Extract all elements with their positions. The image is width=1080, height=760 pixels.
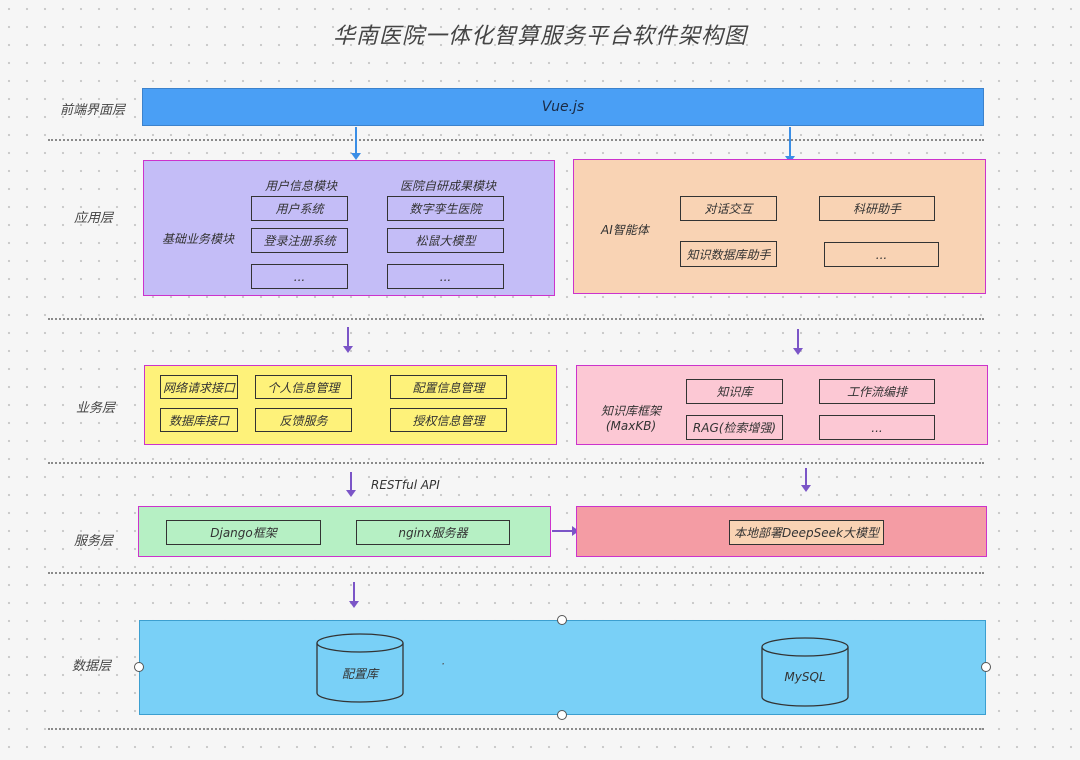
layer-label-frontend: 前端界面层	[60, 103, 126, 118]
data-layer-panel[interactable]	[139, 620, 986, 715]
user-more-box[interactable]: ...	[251, 264, 348, 289]
arrow-frontend-to-ai	[789, 127, 791, 157]
research-module-title: 医院自研成果模块	[400, 179, 497, 193]
config-info-mgmt-box[interactable]: 配置信息管理	[390, 375, 507, 399]
service-panel[interactable]	[138, 506, 551, 557]
arrow-app-to-business-left	[347, 327, 349, 347]
feedback-service-box[interactable]: 反馈服务	[255, 408, 352, 432]
squirrel-model-box[interactable]: 松鼠大模型	[387, 228, 504, 253]
login-register-box[interactable]: 登录注册系统	[251, 228, 348, 253]
arrow-business-to-service-left	[350, 472, 352, 491]
research-assistant-box[interactable]: 科研助手	[819, 196, 935, 221]
arrow-head-icon	[801, 485, 811, 492]
user-module-title: 用户信息模块	[265, 179, 338, 193]
mysql-label: MySQL	[784, 670, 826, 684]
kb-framework-label: 知识库框架	[600, 404, 661, 418]
arrow-head-icon	[343, 346, 353, 353]
mysql-cylinder-icon[interactable]	[761, 637, 849, 707]
layer-label-business: 业务层	[76, 401, 116, 416]
workflow-orchestration-box[interactable]: 工作流编排	[819, 379, 935, 404]
separator	[48, 318, 984, 320]
separator	[48, 462, 984, 464]
config-db-cylinder-icon[interactable]	[316, 633, 404, 703]
resize-handle-left[interactable]	[134, 662, 144, 672]
arrow-service-to-model	[552, 530, 573, 532]
kb-assistant-box[interactable]: 知识数据库助手	[680, 241, 777, 267]
auth-info-mgmt-box[interactable]: 授权信息管理	[390, 408, 507, 432]
research-more-box[interactable]: ...	[387, 264, 504, 289]
dialog-interaction-box[interactable]: 对话交互	[680, 196, 777, 221]
config-db-label: 配置库	[341, 667, 378, 681]
arrow-head-icon	[793, 348, 803, 355]
nginx-box[interactable]: nginx服务器	[356, 520, 510, 545]
network-request-api-box[interactable]: 网络请求接口	[160, 375, 238, 399]
layer-label-service: 服务层	[74, 534, 114, 549]
diagram-title: 华南医院一体化智算服务平台软件架构图	[332, 24, 747, 49]
arrow-head-icon	[351, 153, 361, 160]
restful-api-label: RESTful API	[371, 478, 440, 492]
user-system-box[interactable]: 用户系统	[251, 196, 348, 221]
resize-handle-bottom[interactable]	[557, 710, 567, 720]
kb-framework-sublabel: (MaxKB)	[605, 419, 657, 433]
separator	[48, 572, 984, 574]
ai-agent-label: AI智能体	[601, 223, 649, 237]
arrow-head-icon	[346, 490, 356, 497]
layer-label-application: 应用层	[74, 211, 114, 226]
separator	[48, 139, 984, 141]
kb-more-box[interactable]: ...	[819, 415, 935, 440]
rag-box[interactable]: RAG(检索增强)	[686, 415, 783, 440]
arrow-head-icon	[572, 526, 579, 536]
deepseek-model-box[interactable]: 本地部署DeepSeek大模型	[729, 520, 884, 545]
arrow-app-to-business-right	[797, 329, 799, 349]
arrow-business-to-model	[805, 468, 807, 486]
ai-agent-panel[interactable]	[573, 159, 986, 294]
frontend-vue-bar[interactable]: Vue.js	[142, 88, 984, 126]
ai-more-box[interactable]: ...	[824, 242, 939, 267]
resize-handle-top[interactable]	[557, 615, 567, 625]
data-center-dot: ·	[441, 657, 445, 671]
personal-info-mgmt-box[interactable]: 个人信息管理	[255, 375, 352, 399]
django-box[interactable]: Django框架	[166, 520, 321, 545]
layer-label-data: 数据层	[72, 659, 112, 674]
database-api-box[interactable]: 数据库接口	[160, 408, 238, 432]
frontend-vue-label: Vue.js	[541, 99, 585, 115]
arrow-frontend-to-basic	[355, 127, 357, 154]
digital-twin-box[interactable]: 数字孪生医院	[387, 196, 504, 221]
basic-business-label: 基础业务模块	[162, 232, 235, 246]
resize-handle-right[interactable]	[981, 662, 991, 672]
arrow-service-to-data	[353, 582, 355, 602]
separator	[48, 728, 984, 730]
knowledge-base-box[interactable]: 知识库	[686, 379, 783, 404]
arrow-head-icon	[349, 601, 359, 608]
